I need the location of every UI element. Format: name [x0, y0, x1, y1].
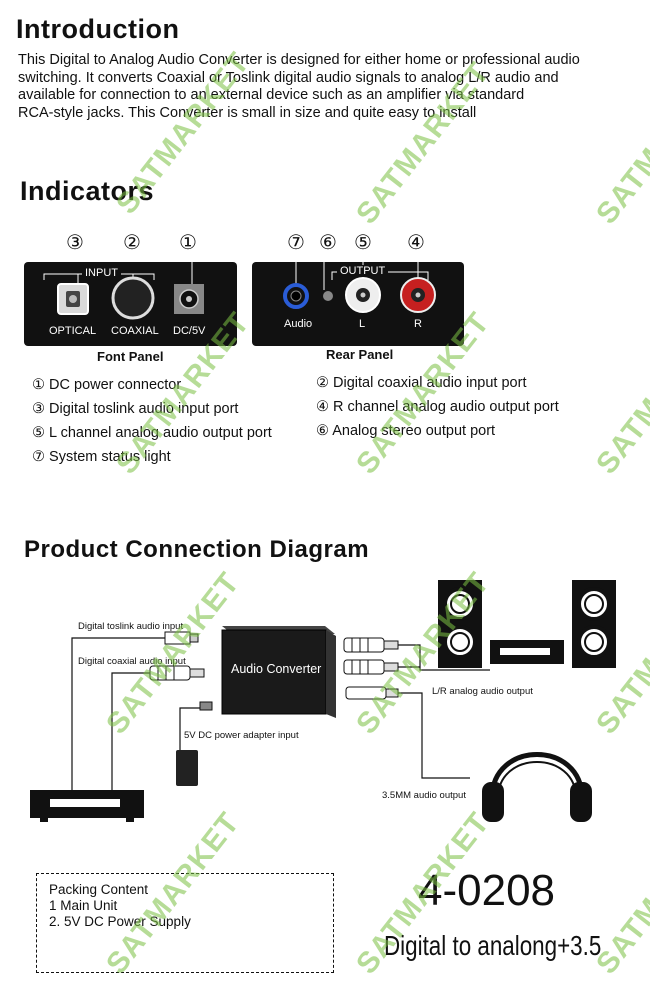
rear-num-light: ⑥	[319, 230, 337, 254]
legend-item: ③ Digital toslink audio input port	[32, 401, 239, 417]
rear-num-r: ④	[407, 230, 425, 254]
front-num-dc: ①	[179, 230, 197, 254]
rear-panel: OUTPUT Audio L R	[252, 262, 464, 346]
front-panel-caption: Font Panel	[97, 349, 164, 364]
indicators-title: Indicators	[20, 176, 155, 206]
rear-num-l: ⑤	[354, 230, 372, 254]
legend-item: ⑤ L channel analog audio output port	[32, 425, 272, 441]
rear-num-audio: ⑦	[287, 230, 305, 254]
connection-diagram	[30, 580, 616, 822]
dvd-player-icon	[30, 790, 144, 822]
intro-line: available for connection to an external …	[18, 87, 525, 103]
intro-line: RCA-style jacks. This Converter is small…	[18, 104, 477, 121]
front-group-label: INPUT	[82, 267, 121, 279]
legend-item: ① DC power connector	[32, 377, 182, 393]
front-num-coaxial: ②	[123, 230, 141, 254]
device-label: Audio Converter	[231, 662, 322, 676]
front-num-optical: ③	[66, 230, 84, 254]
packing-item: 1 Main Unit	[49, 898, 118, 913]
rear-group-label: OUTPUT	[337, 265, 389, 277]
legend-item: ⑦ System status light	[32, 449, 171, 465]
audio-converter-device	[221, 626, 336, 718]
mm35-output-label: 3.5MM audio output	[382, 790, 466, 801]
coaxial-label: COAXIAL	[111, 325, 159, 337]
watermark: SATMARKET	[590, 306, 650, 481]
model-number: 4-0208	[418, 866, 556, 915]
toslink-label: Digital toslink audio input	[78, 621, 184, 632]
rear-panel-caption: Rear Panel	[326, 347, 394, 362]
front-panel-graphic	[43, 262, 204, 320]
r-label: R	[414, 318, 422, 330]
coaxial-input-label: Digital coaxial audio input	[78, 656, 186, 667]
packing-title: Packing Content	[49, 882, 149, 897]
speaker-right-icon	[572, 580, 616, 668]
status-light-icon	[323, 291, 333, 301]
power-adapter-icon	[176, 701, 213, 786]
headphones-icon	[482, 752, 592, 822]
l-label: L	[359, 318, 366, 330]
power-label: 5V DC power adapter input	[184, 730, 299, 741]
intro-title: Introduction	[16, 14, 180, 44]
rear-panel-graphic	[283, 262, 436, 313]
legend-item: ② Digital coaxial audio input port	[316, 375, 527, 391]
coaxial-port-icon	[111, 276, 155, 320]
dc-label: DC/5V	[173, 325, 206, 337]
packing-box: Packing Content 1 Main Unit 2. 5V DC Pow…	[36, 873, 334, 973]
model-subtitle: Digital to analong+3.5	[384, 930, 602, 961]
toslink-plug-icon	[164, 631, 199, 645]
speaker-left-icon	[438, 580, 482, 668]
intro-line: switching. It converts Coaxial or Toslin…	[18, 69, 559, 86]
optical-label: OPTICAL	[49, 325, 97, 337]
intro-line: This Digital to Analog Audio Converter i…	[18, 52, 580, 68]
packing-item: 2. 5V DC Power Supply	[49, 914, 191, 929]
diagram-title: Product Connection Diagram	[24, 536, 370, 563]
legend-item: ④ R channel analog audio output port	[316, 399, 559, 415]
lr-output-label: L/R analog audio output	[432, 686, 533, 697]
coaxial-plug-icon	[149, 665, 205, 681]
amplifier-icon	[490, 640, 564, 664]
legend-item: ⑥ Analog stereo output port	[316, 423, 496, 439]
audio-label: Audio	[284, 318, 313, 330]
intro-paragraph: This Digital to Analog Audio Converter i…	[18, 52, 638, 122]
rca-plugs-icon	[343, 637, 399, 700]
front-panel: INPUT OPTICAL COAXIAL DC/5V	[24, 262, 237, 346]
